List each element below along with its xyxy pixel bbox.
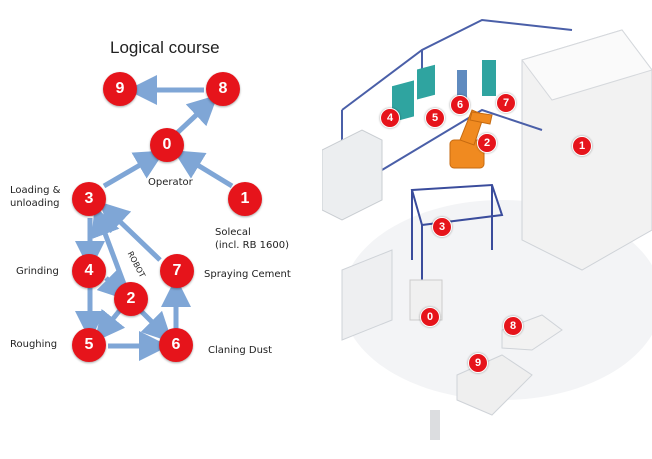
diagram-title: Logical course [110, 38, 220, 57]
node-3: 3 [72, 182, 106, 216]
scene-badge-7: 7 [496, 93, 516, 113]
node-8: 8 [206, 72, 240, 106]
node-4: 4 [72, 254, 106, 288]
scene-badge-3: 3 [432, 217, 452, 237]
node-5: 5 [72, 328, 106, 362]
robot-cell-illustration [322, 18, 652, 440]
arrow-7-to-3 [99, 201, 162, 262]
node-2: 2 [114, 282, 148, 316]
label-loading: Loading & unloading [10, 185, 61, 209]
node-0: 0 [150, 128, 184, 162]
arrow-2-to-5 [94, 308, 126, 342]
arrow-0-to-8 [174, 94, 218, 136]
node-9: 9 [103, 72, 137, 106]
robot-2 [449, 109, 493, 169]
arrow-4-to-2 [96, 268, 129, 301]
label-roughing: Roughing [10, 339, 58, 350]
node-6: 6 [159, 328, 193, 362]
label-solecal: Solecal (incl. RB 1600) [215, 227, 289, 251]
scene-badge-1: 1 [572, 136, 592, 156]
loading-cage-3 [410, 183, 504, 290]
arrow-3-to-0 [102, 150, 165, 189]
scene-badge-2: 2 [477, 133, 497, 153]
left-cabinet [322, 129, 383, 221]
operator-desk [341, 249, 393, 341]
station-6 [457, 70, 467, 110]
scene-badge-0: 0 [420, 307, 440, 327]
scene-badge-4: 4 [380, 108, 400, 128]
flow-arrows [75, 75, 234, 361]
node-1: 1 [228, 182, 262, 216]
machine-8 [501, 314, 563, 351]
arrow-1-to-0 [173, 150, 234, 189]
label-cleaning: Claning Dust [208, 345, 273, 356]
station-5 [417, 64, 435, 100]
scene-badge-8: 8 [503, 316, 523, 336]
scene-badge-9: 9 [468, 353, 488, 373]
scene-badge-5: 5 [425, 108, 445, 128]
node-7: 7 [160, 254, 194, 288]
scene-badge-6: 6 [450, 95, 470, 115]
label-spraying: Spraying Cement [204, 269, 291, 280]
station-7 [482, 60, 496, 96]
small-pedestal [430, 410, 440, 440]
label-operator: Operator [148, 177, 193, 188]
label-grinding: Grinding [16, 266, 59, 277]
arrow-2-to-6 [138, 308, 173, 343]
